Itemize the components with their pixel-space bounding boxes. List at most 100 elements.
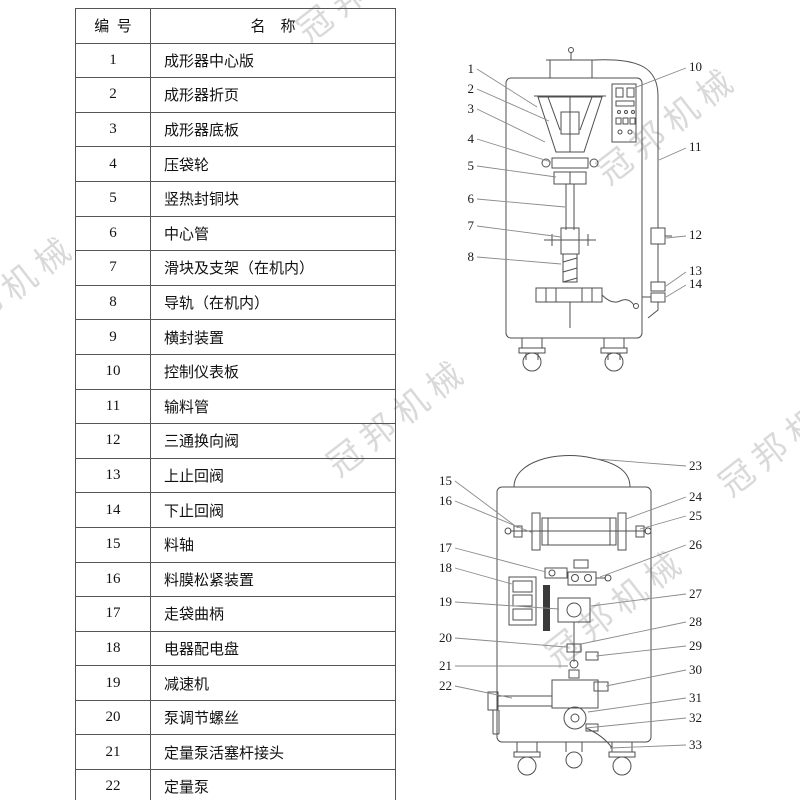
callout-number: 2 <box>468 81 475 96</box>
part-number: 14 <box>75 492 151 528</box>
callout-number: 18 <box>439 560 452 575</box>
part-name: 料膜松紧装置 <box>150 561 396 598</box>
callout-number: 6 <box>468 191 475 206</box>
part-number: 19 <box>75 665 151 701</box>
callout-bottom-22: 22 <box>439 678 513 699</box>
machine-rear-view <box>487 455 652 776</box>
part-name: 压袋轮 <box>150 146 396 182</box>
part-name: 成形器中心版 <box>150 42 396 79</box>
part-number: 4 <box>75 146 151 182</box>
callout-top-4: 4 <box>468 131 552 163</box>
callout-bottom-20: 20 <box>439 630 567 648</box>
part-name: 定量泵 <box>150 769 396 800</box>
part-name: 输料管 <box>150 388 396 425</box>
callout-bottom-28: 28 <box>580 614 702 645</box>
callout-number: 4 <box>468 131 475 146</box>
callout-number: 23 <box>689 458 702 473</box>
callout-number: 11 <box>689 139 702 154</box>
callout-number: 22 <box>439 678 452 693</box>
part-name: 下止回阀 <box>150 492 396 528</box>
callout-bottom-21: 21 <box>439 658 568 673</box>
part-number: 13 <box>75 457 151 494</box>
callout-bottom-32: 32 <box>585 710 702 729</box>
part-name: 三通换向阀 <box>150 423 396 459</box>
part-name: 成形器底板 <box>150 111 396 148</box>
part-name: 中心管 <box>150 215 396 252</box>
part-name: 竖热封铜块 <box>150 180 396 217</box>
callout-number: 14 <box>689 276 703 291</box>
callout-bottom-31: 31 <box>587 690 702 713</box>
callout-top-6: 6 <box>468 191 566 208</box>
callout-bottom-16: 16 <box>439 493 534 534</box>
callout-top-7: 7 <box>468 218 562 238</box>
callout-bottom-17: 17 <box>439 540 547 573</box>
part-number: 3 <box>75 111 151 148</box>
machine-front-view <box>505 47 672 372</box>
callout-number: 32 <box>689 710 702 725</box>
col-header-number: 编 号 <box>75 8 151 44</box>
part-name: 料轴 <box>150 526 396 563</box>
callout-number: 8 <box>468 249 475 264</box>
callout-number: 27 <box>689 586 703 601</box>
callout-bottom-27: 27 <box>590 586 703 607</box>
callout-bottom-30: 30 <box>605 662 702 687</box>
part-number: 20 <box>75 699 151 736</box>
callout-bottom-23: 23 <box>595 458 702 473</box>
callout-top-2: 2 <box>468 81 550 122</box>
part-name: 滑块及支架（在机内） <box>150 250 396 286</box>
part-name: 上止回阀 <box>150 457 396 494</box>
callout-bottom-15: 15 <box>439 473 519 529</box>
callout-number: 30 <box>689 662 702 677</box>
callout-number: 17 <box>439 540 453 555</box>
callout-top-10: 10 <box>633 59 702 89</box>
part-number: 2 <box>75 77 151 113</box>
callout-top-8: 8 <box>468 249 562 265</box>
part-number: 11 <box>75 388 151 425</box>
table-header-row: 编 号 名 称 <box>75 8 396 44</box>
part-name: 定量泵活塞杆接头 <box>150 734 396 771</box>
col-header-name: 名 称 <box>150 8 396 44</box>
callout-number: 1 <box>468 61 475 76</box>
callout-number: 5 <box>468 158 475 173</box>
callout-top-11: 11 <box>658 139 702 161</box>
callout-number: 15 <box>439 473 452 488</box>
part-name: 泵调节螺丝 <box>150 699 396 736</box>
part-number: 21 <box>75 734 151 771</box>
callout-number: 16 <box>439 493 453 508</box>
callout-top-1: 1 <box>468 61 538 108</box>
part-name: 走袋曲柄 <box>150 596 396 632</box>
part-number: 7 <box>75 250 151 286</box>
callout-number: 21 <box>439 658 452 673</box>
part-name: 横封装置 <box>150 319 396 355</box>
part-number: 15 <box>75 526 151 563</box>
callout-number: 26 <box>689 537 703 552</box>
part-name: 电器配电盘 <box>150 630 396 667</box>
part-number: 22 <box>75 769 151 800</box>
callout-top-14: 14 <box>665 276 703 298</box>
part-number: 6 <box>75 215 151 252</box>
callout-bottom-26: 26 <box>599 537 703 578</box>
callout-top-12: 12 <box>665 227 702 242</box>
part-number: 12 <box>75 423 151 459</box>
callout-number: 13 <box>689 263 702 278</box>
callout-number: 28 <box>689 614 702 629</box>
part-number: 16 <box>75 561 151 598</box>
